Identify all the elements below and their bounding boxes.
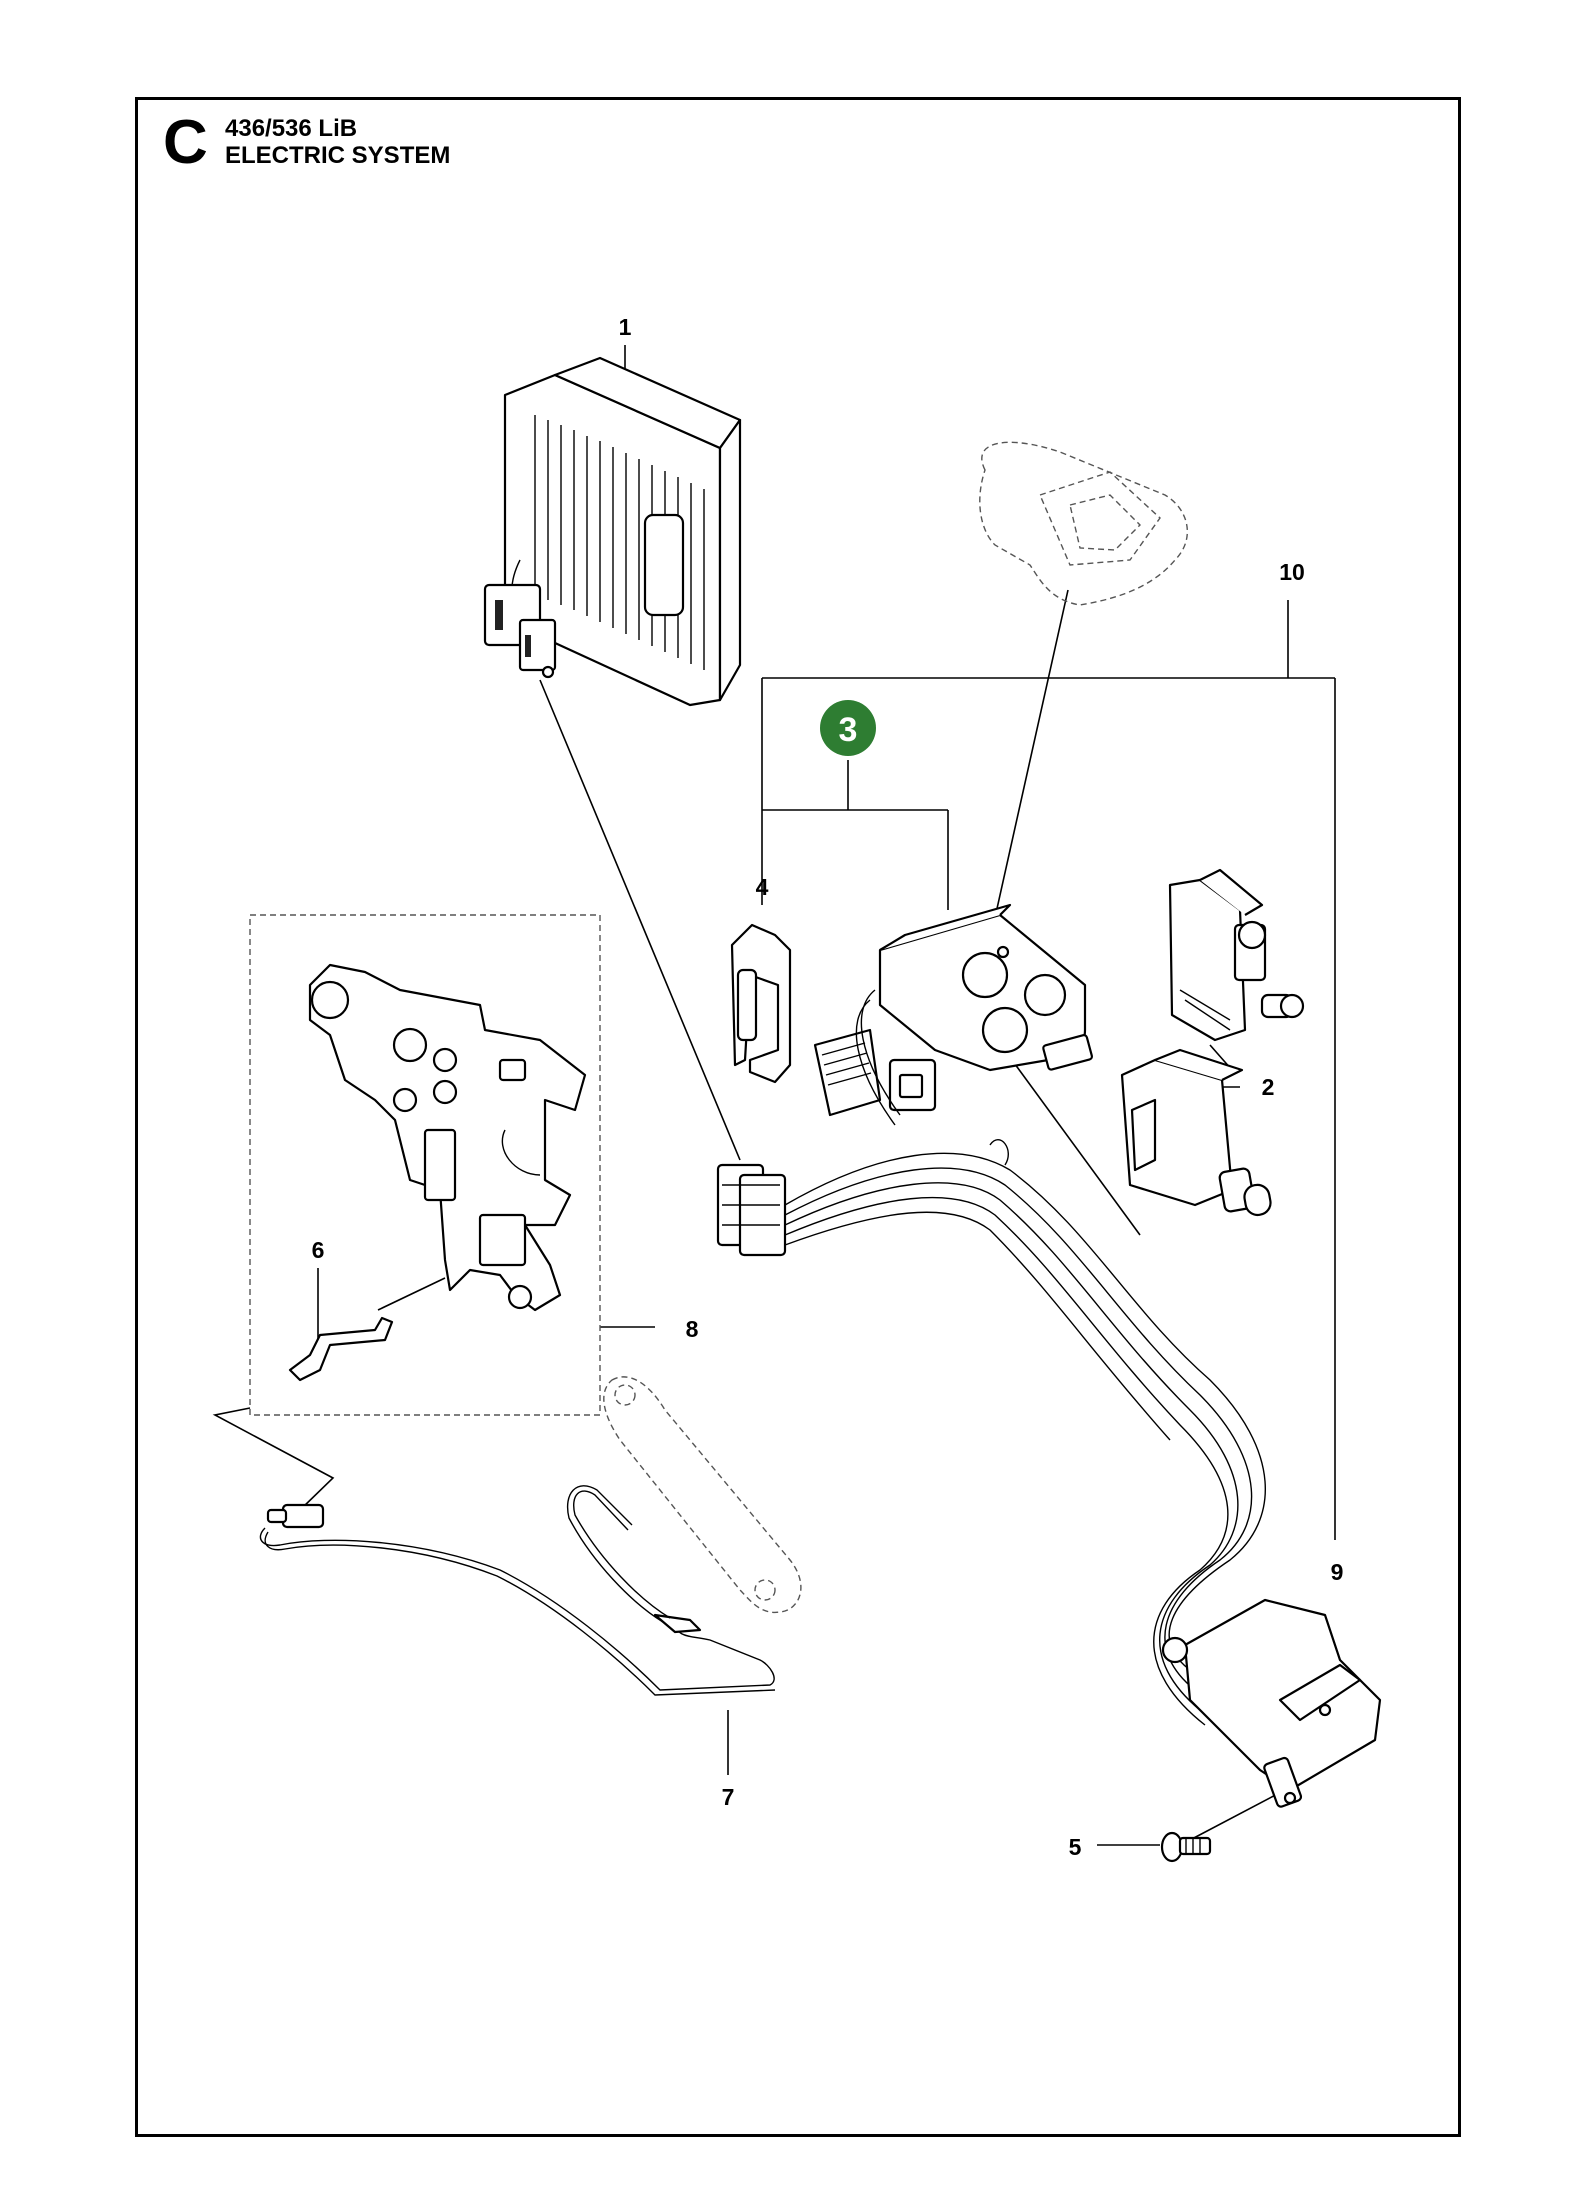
section-name: ELECTRIC SYSTEM (225, 141, 451, 169)
callout-8: 8 (686, 1316, 699, 1342)
part-8-bracket-assembly (249, 914, 601, 1416)
part-6-clip (288, 1316, 394, 1382)
part-10-lens-cover (979, 441, 1189, 606)
model-name: 436/536 LiB (225, 115, 358, 142)
part-7-sensor-wire (259, 1376, 802, 1696)
callout-9: 9 (1331, 1559, 1344, 1585)
part-2-switches (1120, 868, 1305, 1217)
callout-3-badge: 3 (820, 700, 876, 756)
callout-5: 5 (1069, 1834, 1082, 1860)
callout-4: 4 (756, 874, 769, 900)
callouts: 1 2 4 5 6 7 8 9 10 (312, 314, 1344, 1860)
callout-2: 2 (1262, 1074, 1275, 1100)
callout-10: 10 (1279, 559, 1305, 585)
diagram-frame (135, 97, 1461, 2137)
part-9-harness (716, 1139, 1382, 1808)
badge-circle (820, 700, 876, 756)
part-5-screw (1160, 1831, 1212, 1863)
section-title: 436/536 LiB ELECTRIC SYSTEM (225, 115, 451, 170)
part-3-switch-housing (813, 903, 1094, 1126)
part-4-bracket (730, 923, 792, 1084)
callout-1: 1 (619, 314, 632, 340)
part-1-control-unit (483, 356, 742, 707)
section-letter: C (163, 108, 208, 177)
callout-7: 7 (722, 1784, 735, 1810)
callout-6: 6 (312, 1237, 325, 1263)
callout-3: 3 (839, 711, 858, 749)
